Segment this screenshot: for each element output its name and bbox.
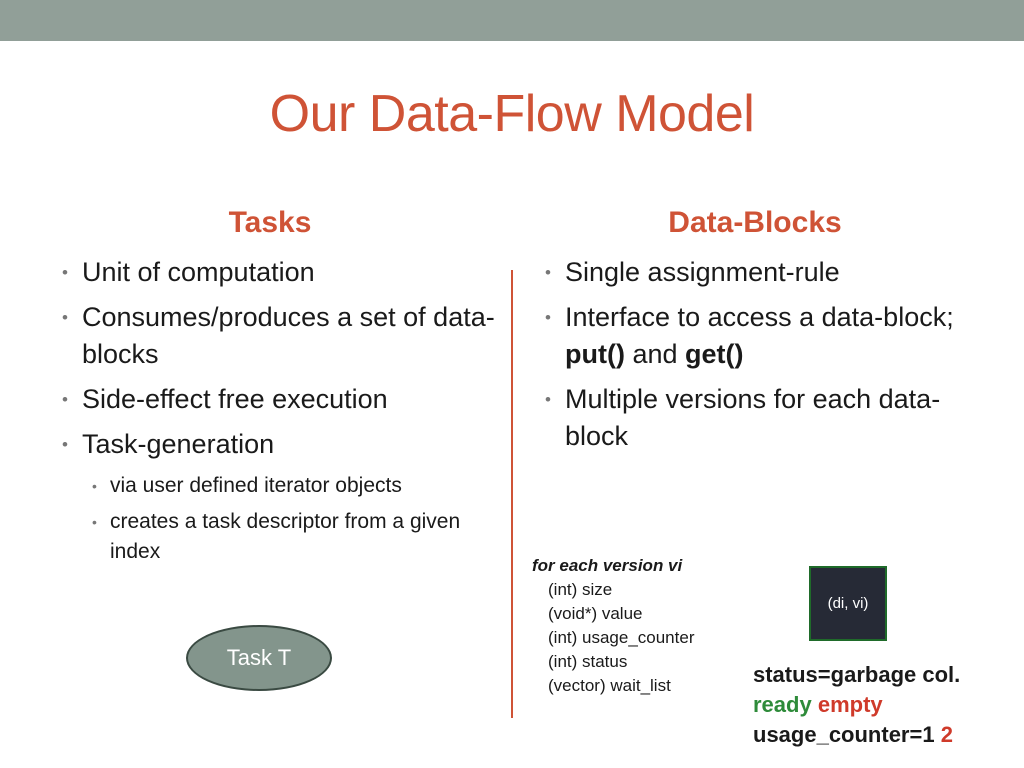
tasks-bullet: Consumes/produces a set of data-blocks bbox=[57, 299, 497, 373]
status-value-ready: ready bbox=[753, 692, 812, 717]
version-field: (int) usage_counter bbox=[548, 628, 695, 647]
tasks-sub-bullet: via user defined iterator objects bbox=[57, 471, 497, 501]
top-bar bbox=[0, 0, 1024, 41]
status-value-garbage: garbage col. bbox=[830, 662, 961, 687]
counter-value: 2 bbox=[940, 722, 953, 747]
version-struct: for each version vi (int) size (void*) v… bbox=[532, 554, 694, 698]
get-keyword: get() bbox=[685, 339, 744, 369]
tasks-heading: Tasks bbox=[228, 206, 312, 239]
data-blocks-heading: Data-Blocks bbox=[668, 206, 842, 239]
counter-line: usage_counter=1 2 bbox=[753, 720, 1024, 750]
interface-text: Interface to access a data-block; bbox=[565, 302, 954, 332]
data-blocks-bullet-list: Single assignment-rule Interface to acce… bbox=[540, 254, 960, 463]
task-label: Task T bbox=[226, 645, 292, 670]
block-status: status=garbage col. ready empty usage_co… bbox=[753, 660, 1024, 750]
tasks-bullet-list: Unit of computation Consumes/produces a … bbox=[57, 254, 497, 573]
data-blocks-bullet: Multiple versions for each data-block bbox=[540, 381, 960, 455]
version-field: (void*) value bbox=[548, 604, 643, 623]
version-field: (int) status bbox=[548, 652, 628, 671]
version-field: (vector) wait_list bbox=[548, 676, 671, 695]
version-field: (int) size bbox=[548, 580, 613, 599]
data-block-rect: (di, vi) bbox=[809, 566, 887, 641]
status-value-empty: empty bbox=[817, 692, 883, 717]
version-header: for each version vi bbox=[532, 556, 683, 575]
put-keyword: put() bbox=[565, 339, 625, 369]
slide-title: Our Data-Flow Model bbox=[269, 85, 755, 143]
and-text: and bbox=[624, 339, 686, 369]
tasks-bullet: Side-effect free execution bbox=[57, 381, 497, 418]
data-blocks-bullet: Interface to access a data-block; put() … bbox=[540, 299, 960, 373]
tasks-bullet: Unit of computation bbox=[57, 254, 497, 291]
status-prefix: status= bbox=[753, 662, 831, 687]
tasks-sub-bullet: creates a task descriptor from a given i… bbox=[57, 507, 497, 567]
task-ellipse: Task T bbox=[186, 625, 332, 691]
column-divider bbox=[511, 270, 513, 718]
data-block-label: (di, vi) bbox=[827, 595, 869, 612]
counter-value: 1 bbox=[922, 722, 935, 747]
status-line: status=garbage col. ready empty bbox=[753, 660, 1024, 720]
counter-prefix: usage_counter= bbox=[753, 722, 923, 747]
tasks-bullet: Task-generation bbox=[57, 426, 497, 463]
data-blocks-bullet: Single assignment-rule bbox=[540, 254, 960, 291]
